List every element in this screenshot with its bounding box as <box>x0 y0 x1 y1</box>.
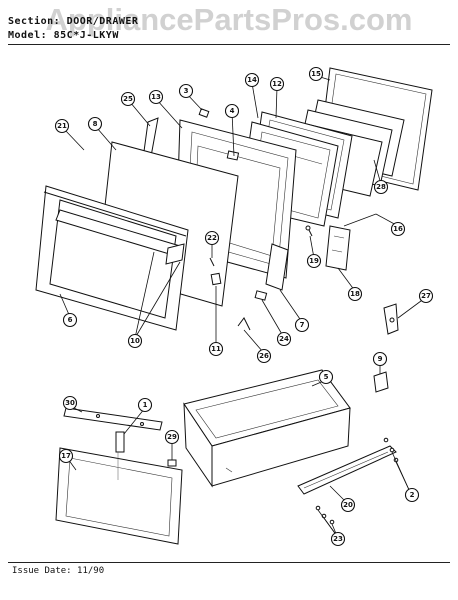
svg-text:9: 9 <box>378 355 383 363</box>
svg-text:6: 6 <box>68 316 73 324</box>
callout-24: 24 <box>276 331 292 347</box>
callout-22: 22 <box>204 230 220 246</box>
part-3-clip <box>198 108 210 118</box>
svg-text:8: 8 <box>93 120 98 128</box>
model-title: Model: 85C*J-LKYW <box>8 30 119 41</box>
svg-text:13: 13 <box>151 93 161 101</box>
issue-date: Issue Date: 11/90 <box>12 566 105 576</box>
part-1-tube <box>115 431 125 453</box>
callout-20: 20 <box>340 497 356 513</box>
part-23-screws <box>315 505 335 525</box>
callout-9: 9 <box>372 351 388 367</box>
part-22-screw <box>209 257 215 267</box>
part-7-side-channel <box>265 243 289 291</box>
callout-2: 2 <box>404 487 420 503</box>
svg-text:27: 27 <box>421 292 431 300</box>
part-19-screw <box>305 225 313 237</box>
part-17-drawer-front <box>55 447 183 545</box>
part-20-drawer-rail <box>297 437 399 495</box>
svg-text:23: 23 <box>333 535 343 543</box>
svg-text:20: 20 <box>343 501 353 509</box>
svg-text:11: 11 <box>211 345 221 353</box>
callout-17: 17 <box>58 448 74 464</box>
callout-29: 29 <box>164 429 180 445</box>
svg-text:17: 17 <box>61 452 71 460</box>
svg-text:30: 30 <box>65 399 75 407</box>
part-26-pin <box>237 317 251 331</box>
svg-text:21: 21 <box>57 122 67 130</box>
svg-text:10: 10 <box>130 337 140 345</box>
header-rule <box>8 44 450 45</box>
svg-text:5: 5 <box>324 373 329 381</box>
svg-text:7: 7 <box>300 321 305 329</box>
callout-14: 14 <box>244 72 260 88</box>
svg-text:15: 15 <box>311 70 321 78</box>
svg-text:22: 22 <box>207 234 217 242</box>
svg-text:18: 18 <box>350 290 360 298</box>
svg-text:25: 25 <box>123 95 133 103</box>
part-11-bracket <box>210 272 222 286</box>
callout-11: 11 <box>208 341 224 357</box>
svg-text:26: 26 <box>259 352 269 360</box>
svg-text:4: 4 <box>230 107 235 115</box>
svg-text:12: 12 <box>272 80 282 88</box>
callout-25: 25 <box>120 91 136 107</box>
callout-12: 12 <box>269 76 285 92</box>
part-29-clip <box>167 459 177 467</box>
svg-text:14: 14 <box>247 76 257 84</box>
callout-1: 1 <box>137 397 153 413</box>
callout-26: 26 <box>256 348 272 364</box>
callout-8: 8 <box>87 116 103 132</box>
svg-text:29: 29 <box>167 433 177 441</box>
part-30-panel-bracket <box>63 407 163 431</box>
callout-15: 15 <box>308 66 324 82</box>
part-24-block <box>254 290 268 301</box>
svg-text:28: 28 <box>376 183 386 191</box>
svg-text:19: 19 <box>309 257 319 265</box>
svg-text:2: 2 <box>410 491 415 499</box>
part-6-outer-door-frame <box>35 185 189 331</box>
callout-5: 5 <box>318 369 334 385</box>
section-title: Section: DOOR/DRAWER <box>8 16 139 27</box>
svg-text:16: 16 <box>393 225 403 233</box>
callout-21: 21 <box>54 118 70 134</box>
watermark: AppliancePartsPros.com <box>45 2 413 37</box>
callout-30: 30 <box>62 395 78 411</box>
callout-7: 7 <box>294 317 310 333</box>
part-16-hinge <box>325 225 351 271</box>
part-27-hinge-receiver <box>383 303 399 335</box>
svg-text:1: 1 <box>143 401 148 409</box>
callout-6: 6 <box>62 312 78 328</box>
svg-text:3: 3 <box>184 87 189 95</box>
callout-10: 10 <box>127 333 143 349</box>
footer-rule <box>8 562 450 563</box>
svg-text:24: 24 <box>279 335 289 343</box>
callout-16: 16 <box>390 221 406 237</box>
callout-18: 18 <box>347 286 363 302</box>
callout-4: 4 <box>224 103 240 119</box>
leader-lines <box>59 75 426 537</box>
callout-3: 3 <box>178 83 194 99</box>
part-5-drawer <box>183 369 351 488</box>
callout-13: 13 <box>148 89 164 105</box>
callout-23: 23 <box>330 531 346 547</box>
part-9-slide-bracket <box>373 371 389 393</box>
callout-28: 28 <box>373 179 389 195</box>
callout-19: 19 <box>306 253 322 269</box>
callout-27: 27 <box>418 288 434 304</box>
